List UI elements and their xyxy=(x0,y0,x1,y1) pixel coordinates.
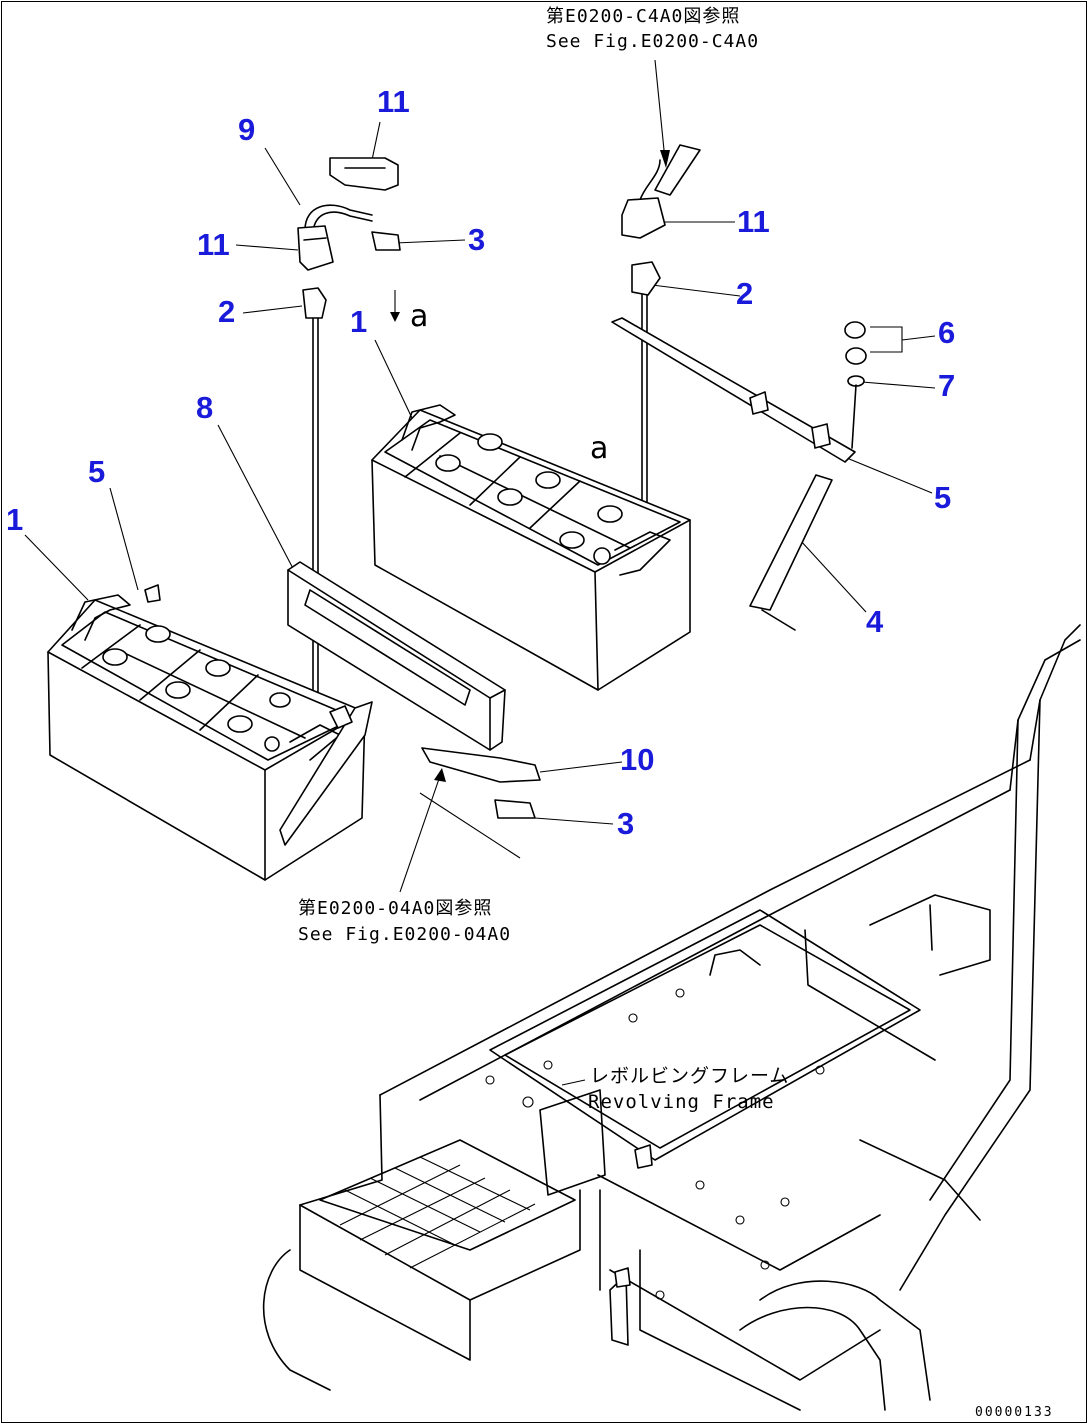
ref-arrow-bottom xyxy=(399,775,441,893)
leader-5-left xyxy=(109,487,139,591)
cable-10 xyxy=(421,747,541,783)
hold-down-bracket-5 xyxy=(611,317,856,463)
nut-washer-6-7 xyxy=(844,321,867,449)
spacer-8 xyxy=(287,561,506,751)
ref-arrowhead-top xyxy=(660,150,670,168)
ref-top-en: See Fig.E0200-C4A0 xyxy=(546,31,759,52)
leader-11-left xyxy=(235,244,299,251)
ground-line xyxy=(419,792,521,859)
leader-3-bottom xyxy=(534,817,614,825)
leader-7 xyxy=(861,381,936,389)
ref-arrow-top xyxy=(654,59,666,161)
cable-right xyxy=(639,144,701,201)
callout-3-top: 3 xyxy=(468,222,485,257)
letter-a-battery: a xyxy=(590,431,608,466)
battery-cable-left xyxy=(312,317,319,716)
callout-10: 10 xyxy=(620,742,654,777)
leader-5-right xyxy=(841,455,933,494)
bracket-6 xyxy=(870,326,903,353)
terminal-3-bottom xyxy=(494,799,536,819)
callout-2-right: 2 xyxy=(736,276,753,311)
callout-2-left: 2 xyxy=(218,294,235,329)
terminal-cover-11-top xyxy=(329,157,399,191)
rod-4 xyxy=(749,474,833,631)
leader-10 xyxy=(539,761,623,773)
callout-1-center: 1 xyxy=(350,304,367,339)
leader-6 xyxy=(901,335,936,341)
callout-6: 6 xyxy=(938,315,955,350)
letter-a-upper: a xyxy=(410,299,428,334)
callout-9: 9 xyxy=(238,112,255,147)
leader-1-left xyxy=(24,534,89,601)
callout-11-left: 11 xyxy=(197,227,230,262)
leader-11-top xyxy=(371,121,381,161)
callout-5-right: 5 xyxy=(934,480,951,515)
leader-frame xyxy=(561,1079,586,1086)
callout-11-top: 11 xyxy=(377,84,410,119)
callout-7: 7 xyxy=(938,368,955,403)
battery-center xyxy=(371,404,691,691)
clamp-2-left xyxy=(302,287,327,319)
ref-bottom-en: See Fig.E0200-04A0 xyxy=(298,924,511,945)
callout-4: 4 xyxy=(866,604,884,639)
ref-arrowhead-bottom xyxy=(434,768,446,782)
leader-3-top xyxy=(394,239,466,244)
frame-label-en: Revolving Frame xyxy=(588,1091,775,1113)
leader-2-right xyxy=(651,284,741,297)
leader-9 xyxy=(264,147,301,206)
terminal-cover-11-left xyxy=(297,225,334,271)
leader-4 xyxy=(799,539,867,613)
clamp-2-right xyxy=(631,261,661,521)
callout-11-right: 11 xyxy=(737,204,770,239)
ref-bottom-jp: 第E0200-04A0図参照 xyxy=(298,898,492,919)
ref-top-jp: 第E0200-C4A0図参照 xyxy=(546,6,740,27)
callout-5-left: 5 xyxy=(88,454,105,489)
callout-1-left: 1 xyxy=(6,502,23,537)
leader-8 xyxy=(217,424,299,579)
revolving-frame xyxy=(262,624,1081,1411)
drawing-code: 00000133 xyxy=(975,1405,1054,1420)
terminal-3-top xyxy=(371,231,401,251)
frame-label-jp: レボルビングフレーム xyxy=(590,1065,789,1087)
leader-2-left xyxy=(242,305,303,314)
battery-left xyxy=(47,584,373,881)
callout-8: 8 xyxy=(196,390,213,425)
callout-3-bottom: 3 xyxy=(617,806,634,841)
leader-lines xyxy=(24,59,936,1086)
terminal-cover-11-right xyxy=(621,197,666,239)
leader-1-center xyxy=(374,339,413,419)
